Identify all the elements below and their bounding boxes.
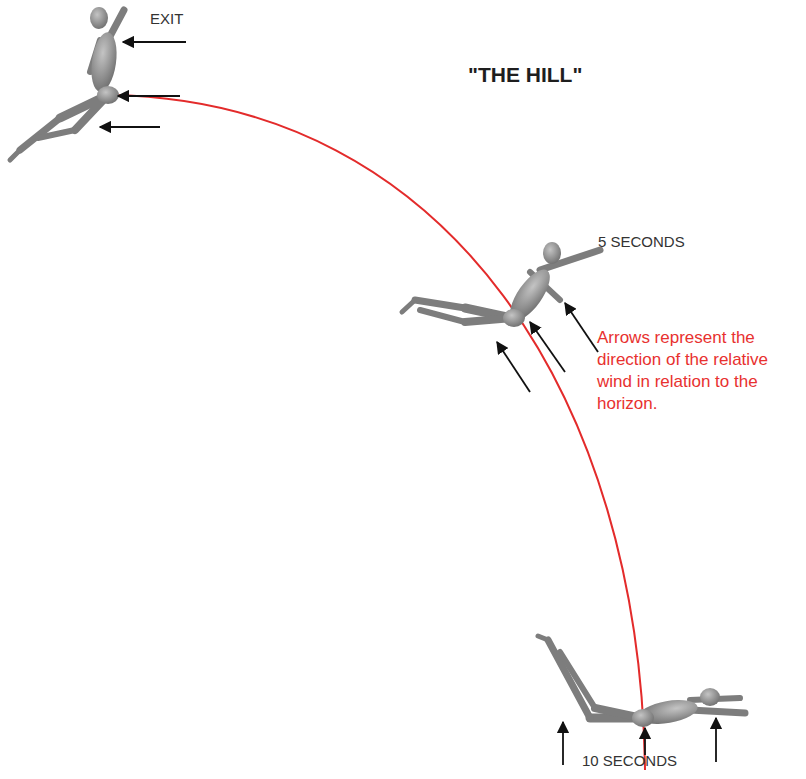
stage-label: EXIT bbox=[150, 10, 183, 28]
note-text: Arrows represent the direction of the re… bbox=[597, 327, 797, 415]
skydiver-10s bbox=[538, 636, 745, 728]
stage-label: 5 SECONDS bbox=[598, 233, 685, 251]
stage-label: 10 SECONDS bbox=[582, 752, 677, 770]
diagram-title: "THE HILL" bbox=[468, 62, 582, 87]
skydiver-5s bbox=[402, 242, 600, 327]
skydiver-exit bbox=[10, 7, 124, 160]
trajectory-arc bbox=[110, 95, 645, 770]
wind-arrows-5s bbox=[497, 303, 598, 392]
wind-arrows-exit bbox=[100, 42, 186, 127]
